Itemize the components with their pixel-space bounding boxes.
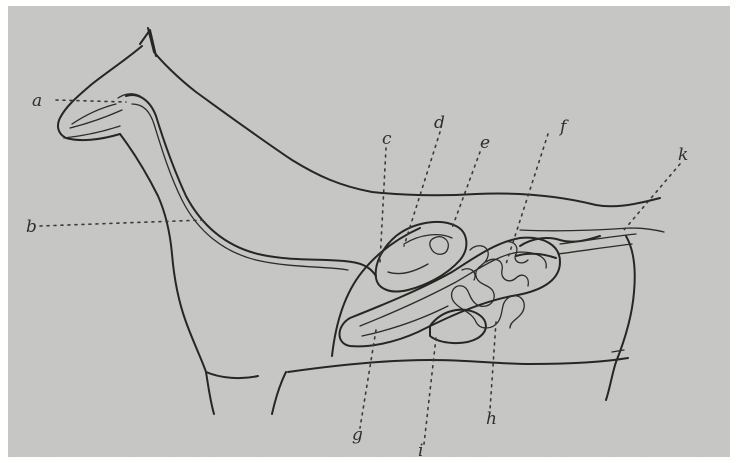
paper-grain (8, 6, 730, 457)
label-e: e (480, 133, 490, 153)
label-k: k (678, 145, 688, 165)
label-b: b (26, 217, 37, 237)
label-g: g (352, 425, 363, 445)
label-h: h (486, 409, 497, 429)
label-d: d (434, 113, 445, 133)
label-i: i (418, 441, 423, 461)
label-c: c (382, 129, 392, 149)
label-a: a (32, 91, 42, 111)
